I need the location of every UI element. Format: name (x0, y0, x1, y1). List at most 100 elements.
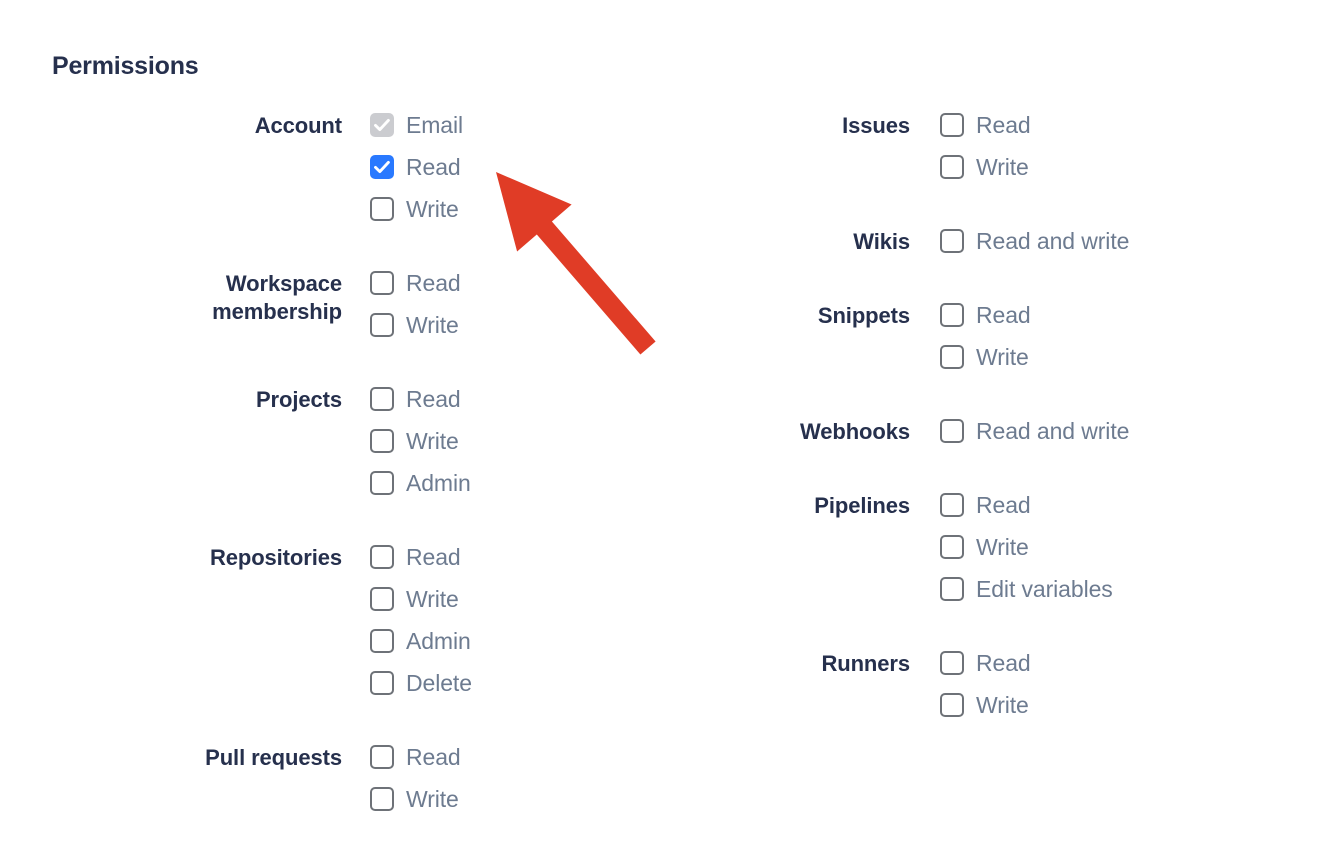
checkbox[interactable] (940, 303, 964, 327)
permission-group-label: Pull requests (205, 745, 342, 770)
permission-option-list: Read and write (940, 220, 1129, 262)
permission-group-label: Repositories (209, 545, 342, 570)
permission-option-row[interactable]: Read and write (940, 220, 1129, 262)
permission-option-row[interactable]: Read (940, 104, 1031, 146)
checkbox[interactable] (370, 745, 394, 769)
permission-option-label: Write (406, 312, 459, 338)
checkbox[interactable] (370, 671, 394, 695)
checkbox[interactable] (940, 651, 964, 675)
permission-group: Webhooks Read and write (660, 410, 1322, 452)
permission-option-row[interactable]: Write (370, 578, 472, 620)
checkbox[interactable] (370, 155, 394, 179)
permission-group: Wikis Read and write (660, 220, 1322, 262)
permission-option-label: Read (406, 744, 461, 770)
permission-option-row[interactable]: Read (370, 736, 461, 778)
permission-option-row[interactable]: Read (940, 484, 1113, 526)
permission-option-row[interactable]: Write (940, 684, 1031, 726)
checkbox[interactable] (370, 429, 394, 453)
checkmark-icon (374, 118, 390, 132)
checkbox[interactable] (370, 545, 394, 569)
checkbox[interactable] (940, 345, 964, 369)
permission-option-label: Delete (406, 670, 472, 696)
permission-option-row[interactable]: Write (370, 778, 461, 820)
permission-option-label: Read (406, 386, 461, 412)
checkbox[interactable] (940, 493, 964, 517)
checkbox[interactable] (370, 313, 394, 337)
checkbox[interactable] (370, 471, 394, 495)
permission-option-label: Read (976, 112, 1031, 138)
permission-option-label: Read (406, 270, 461, 296)
checkbox[interactable] (370, 787, 394, 811)
permission-option-label: Write (406, 428, 459, 454)
checkbox[interactable] (940, 229, 964, 253)
permission-option-row[interactable]: Delete (370, 662, 472, 704)
checkmark-icon (374, 160, 390, 174)
permission-option-row[interactable]: Write (370, 420, 471, 462)
permission-group-label: Webhooks (799, 419, 910, 444)
permission-option-label: Admin (406, 470, 471, 496)
permission-group-label: Issues (842, 113, 910, 138)
checkbox[interactable] (370, 587, 394, 611)
permission-group-label: Workspace membership (212, 271, 342, 324)
checkbox[interactable] (370, 271, 394, 295)
checkbox[interactable] (370, 387, 394, 411)
permission-option-row[interactable]: Write (940, 146, 1031, 188)
permission-option-label: Write (406, 586, 459, 612)
checkbox[interactable] (370, 629, 394, 653)
checkbox[interactable] (940, 577, 964, 601)
permission-group-label: Wikis (853, 229, 910, 254)
checkbox (370, 113, 394, 137)
page-title: Permissions (52, 52, 199, 80)
permission-group-label: Runners (821, 651, 910, 676)
permission-option-label: Read (976, 492, 1031, 518)
checkbox[interactable] (940, 419, 964, 443)
permission-option-label: Read and write (976, 228, 1130, 254)
checkbox[interactable] (940, 155, 964, 179)
permission-option-row[interactable]: Write (370, 188, 463, 230)
permission-option-row[interactable]: Write (940, 336, 1031, 378)
checkbox[interactable] (940, 535, 964, 559)
permission-option-row[interactable]: Read (370, 378, 471, 420)
permission-option-label: Read and write (976, 418, 1130, 444)
permission-option-label: Edit variables (976, 576, 1113, 602)
permission-option-row[interactable]: Edit variables (940, 568, 1113, 610)
permission-option-row[interactable]: Read (940, 294, 1031, 336)
permission-option-label: Read (406, 154, 461, 180)
permission-option-row[interactable]: Read (370, 146, 463, 188)
permission-option-row[interactable]: Read (370, 536, 472, 578)
permission-option-row[interactable]: Admin (370, 620, 472, 662)
permission-option-row[interactable]: Admin (370, 462, 471, 504)
permission-group-label: Pipelines (814, 493, 910, 518)
checkbox[interactable] (370, 197, 394, 221)
permission-option-label: Write (976, 692, 1029, 718)
checkbox[interactable] (940, 113, 964, 137)
permission-option-row[interactable]: Read (370, 262, 461, 304)
permission-option-label: Read (976, 650, 1031, 676)
permission-option-row[interactable]: Write (370, 304, 461, 346)
permission-group-label: Account (254, 113, 342, 138)
checkbox[interactable] (940, 693, 964, 717)
permission-group-label: Snippets (817, 303, 910, 328)
permission-option-label: Write (976, 154, 1029, 180)
permission-option-row[interactable]: Read and write (940, 410, 1129, 452)
permission-option-label: Admin (406, 628, 471, 654)
permission-option-row[interactable]: Read (940, 642, 1031, 684)
permission-option-row[interactable]: Write (940, 526, 1113, 568)
